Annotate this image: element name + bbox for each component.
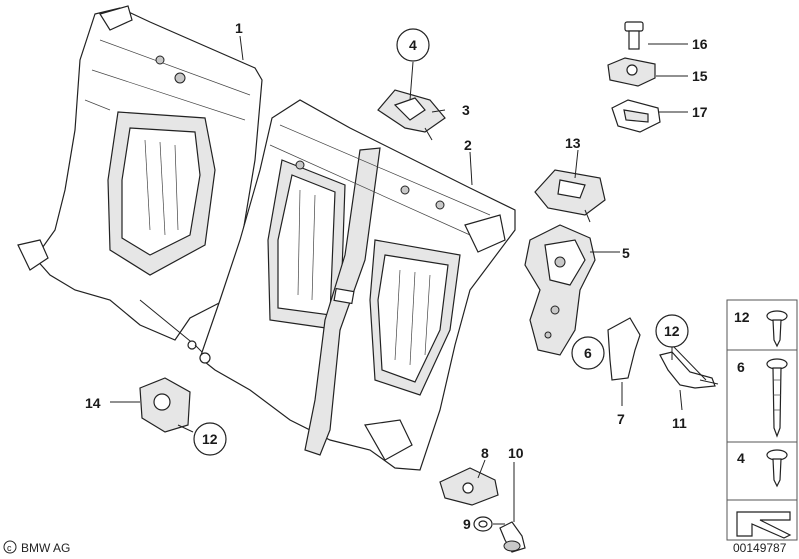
callout-1: 1 [235, 20, 243, 36]
cover-part-7 [607, 317, 641, 381]
legend-label-12: 12 [734, 309, 750, 325]
bracket-part-8 [439, 467, 499, 506]
cover-part-13 [534, 169, 606, 223]
backrest-frame-right [199, 99, 516, 471]
arrow-icon [736, 511, 792, 539]
cover-part-3 [377, 89, 446, 141]
lock-mechanism-part-5 [524, 224, 596, 356]
nut-part-15 [607, 57, 656, 87]
callout-3: 3 [462, 102, 470, 118]
fastener-legend [726, 299, 798, 541]
callout-5: 5 [622, 245, 630, 261]
callout-16: 16 [692, 36, 708, 52]
clip-part-17 [611, 99, 661, 133]
callout-9: 9 [463, 516, 471, 532]
svg-text:c: c [7, 543, 12, 553]
callout-15: 15 [692, 68, 708, 84]
copyright-mark: c [3, 540, 17, 554]
callout-12b: 12 [202, 431, 218, 447]
callout-12a: 12 [664, 323, 680, 339]
callout-6: 6 [584, 345, 592, 361]
callout-12b-circle [193, 422, 227, 456]
screw-part-16 [624, 21, 644, 50]
callout-4-circle [396, 28, 430, 62]
backrest-frame-left [17, 5, 263, 357]
footer-brand: BMW AG [21, 541, 70, 555]
callout-10: 10 [508, 445, 524, 461]
bolt-part-10 [499, 521, 526, 553]
callout-17: 17 [692, 104, 708, 120]
callout-4: 4 [409, 37, 417, 53]
callout-13: 13 [565, 135, 581, 151]
spacer-part-14 [139, 377, 191, 433]
bracket-part-11 [659, 351, 719, 389]
callout-6-circle [571, 336, 605, 370]
leader-lines [110, 35, 707, 525]
callout-8: 8 [481, 445, 489, 461]
callout-7: 7 [617, 411, 625, 427]
footer-catalog-number: 00149787 [733, 541, 787, 555]
legend-label-4: 4 [737, 450, 745, 466]
legend-label-6: 6 [737, 359, 745, 375]
callout-12a-circle [655, 314, 689, 348]
callout-14: 14 [85, 395, 101, 411]
washer-part-9 [473, 516, 493, 532]
callout-2: 2 [464, 137, 472, 153]
callout-11: 11 [672, 415, 687, 431]
